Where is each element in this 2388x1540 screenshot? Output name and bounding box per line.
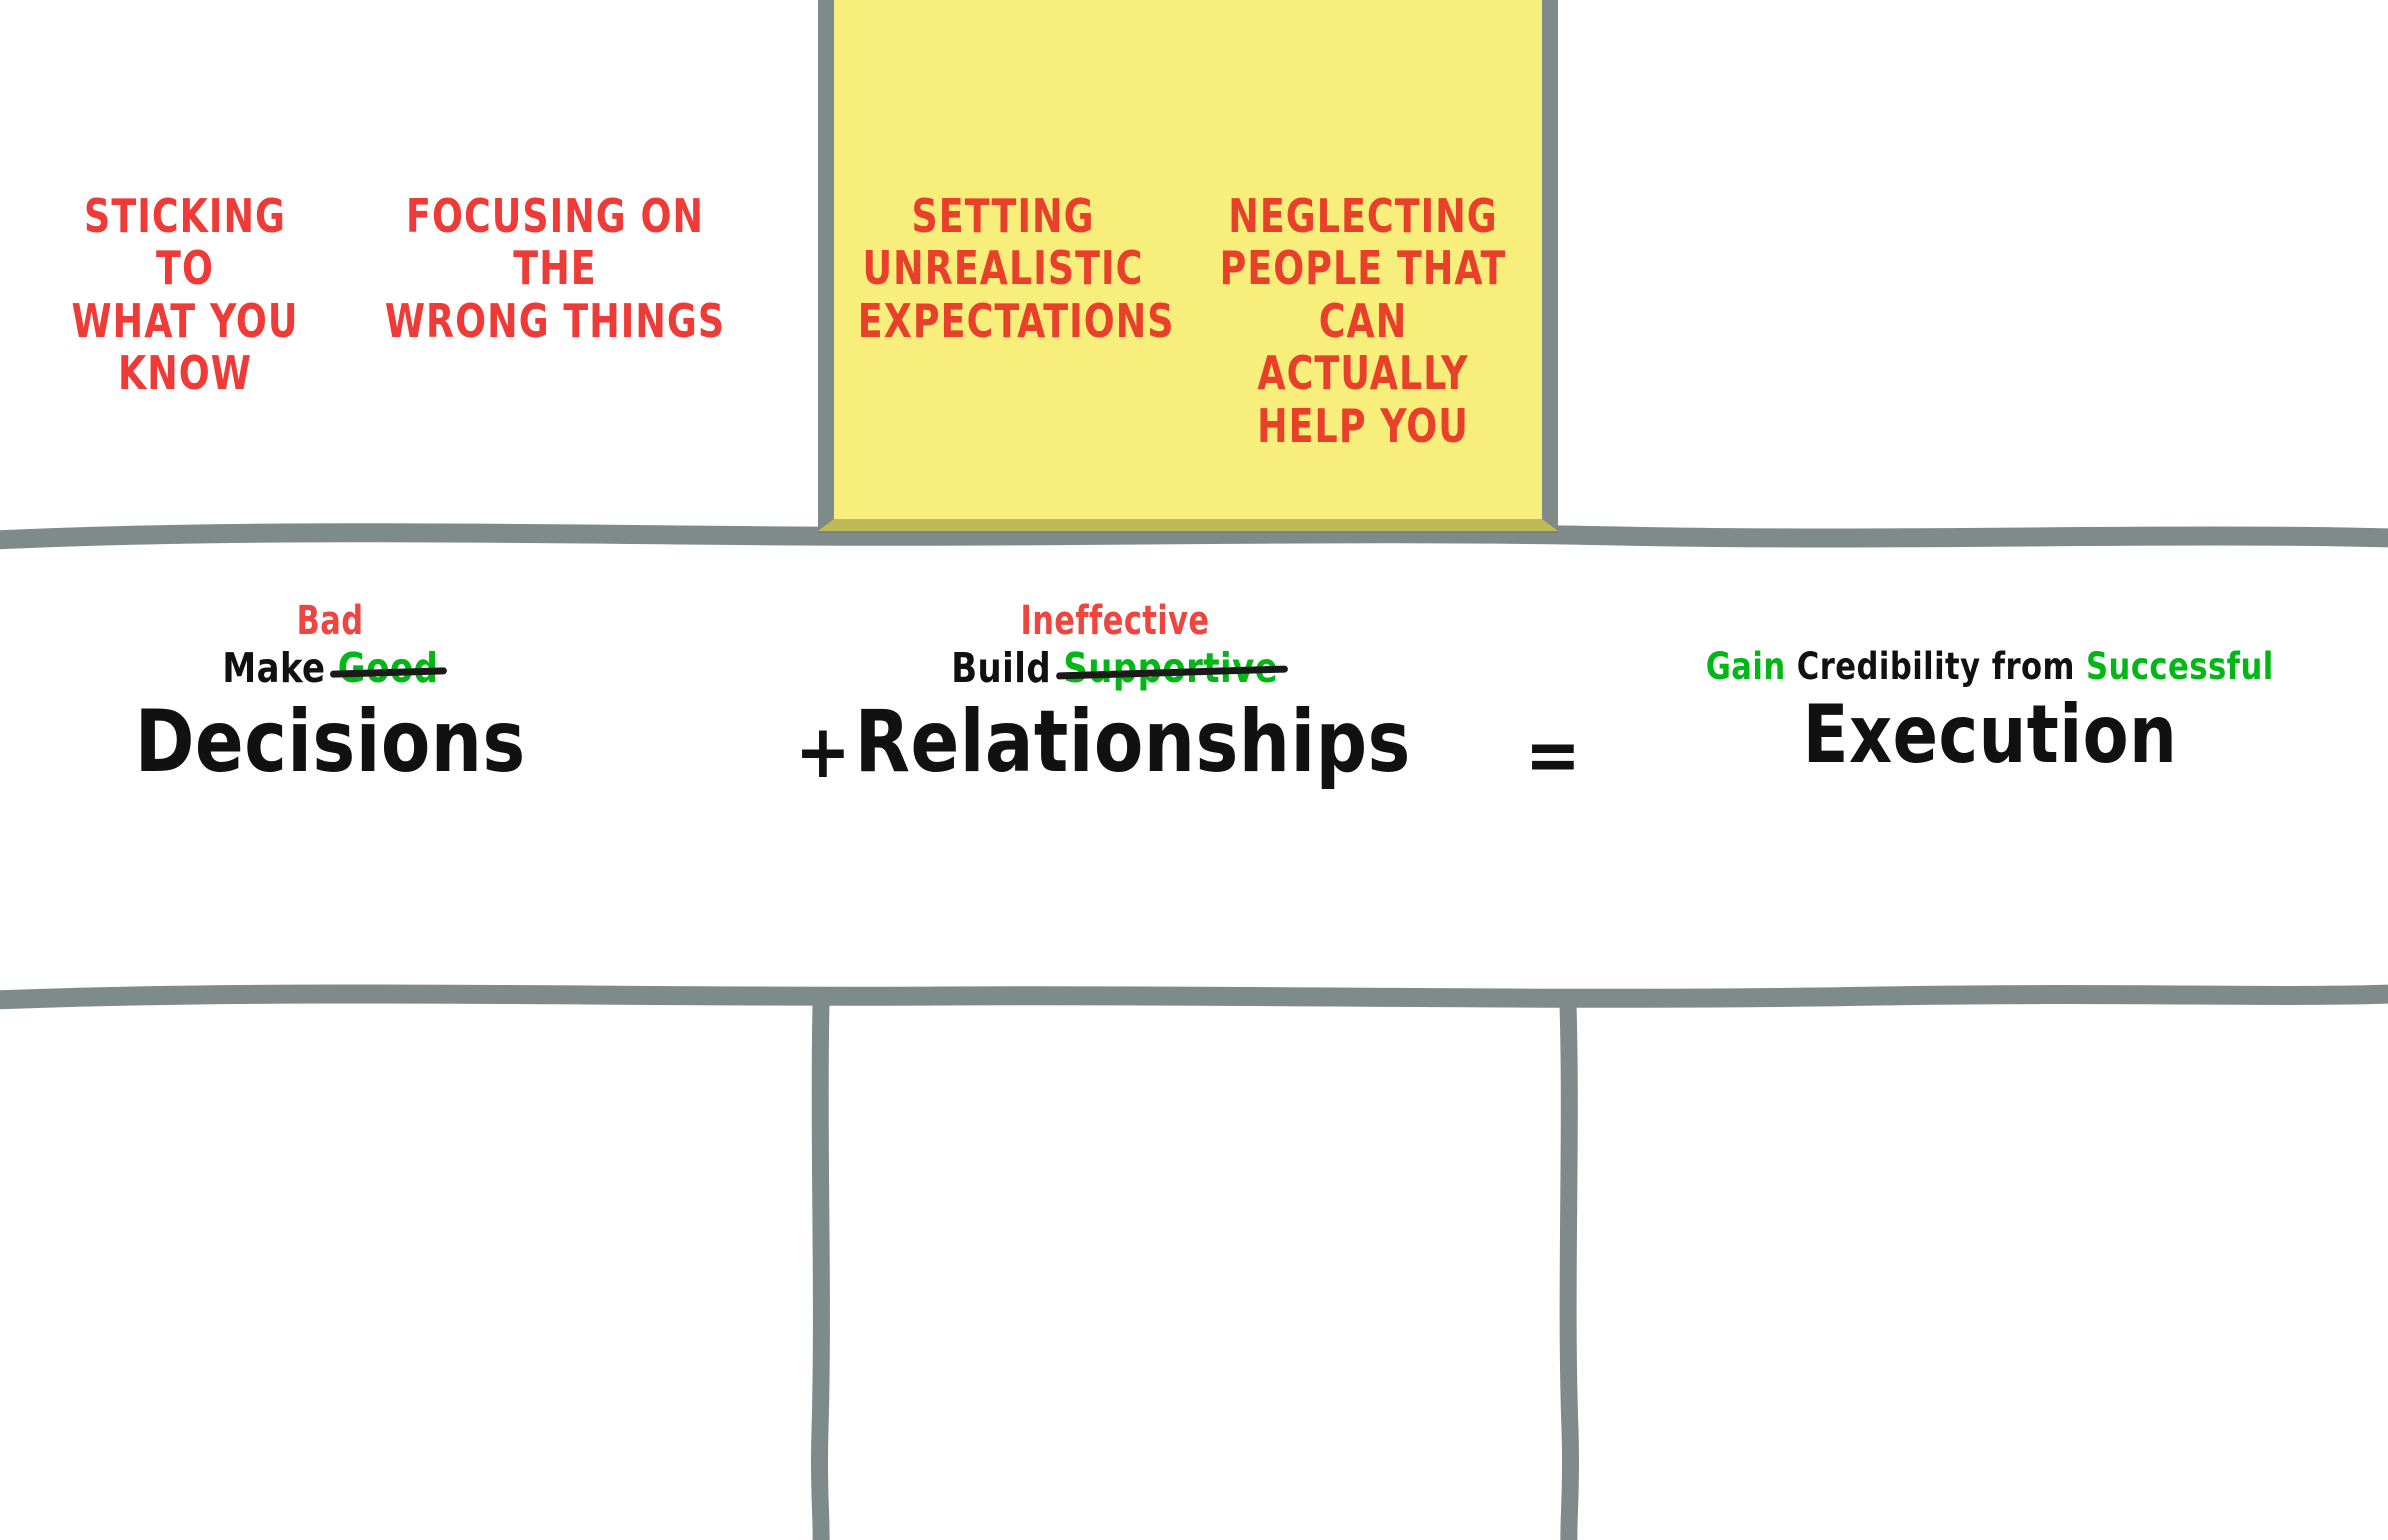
- term-decisions-noun: Decisions: [134, 692, 526, 792]
- success-equation: Make Good Bad Decisions + Build Supporti…: [0, 600, 2388, 850]
- equation-term-decisions: Make Good Bad Decisions: [120, 601, 540, 792]
- term-relationships-struck-wrap: Supportive: [1056, 648, 1288, 689]
- term-execution-qualifier-line: Gain Credibility from Successful: [1706, 648, 2274, 685]
- pitfall-sticking-to-what-you-know: Sticking to what you know: [71, 189, 299, 401]
- pitfall-setting-unrealistic-expectations: Setting unrealistic expectations: [857, 189, 1175, 348]
- bottom-column-right[interactable]: [1575, 1010, 2388, 1540]
- term-execution-lead-word: Gain: [1706, 645, 1786, 688]
- term-decisions-qualifier-line: Make Good Bad: [222, 601, 448, 689]
- pitfall-neglecting-people-that-can-actually-help-you: Neglecting people that can actually help…: [1219, 189, 1507, 453]
- operator-plus: +: [795, 709, 851, 795]
- term-relationships-verb: Build: [951, 644, 1052, 692]
- term-execution-noun: Execution: [1802, 688, 2178, 781]
- term-relationships-qualifier-line: Build Supportive Ineffective: [951, 601, 1288, 689]
- term-relationships-replacement-word: Ineffective: [1020, 598, 1210, 644]
- equation-term-execution: Gain Credibility from Successful Executi…: [1640, 648, 2340, 775]
- term-relationships-noun: Relationships: [854, 692, 1411, 792]
- equation-term-relationships: Build Supportive Ineffective Relationshi…: [835, 601, 1411, 792]
- term-decisions-replacement-word: Bad: [296, 598, 364, 644]
- bottom-grid: [0, 990, 2388, 1540]
- divider-line-top: [0, 523, 2388, 550]
- bottom-column-middle[interactable]: [828, 1010, 1563, 1540]
- term-decisions-struck-wrap: Good: [329, 648, 448, 689]
- sticky-note[interactable]: [818, 0, 1558, 531]
- term-decisions-verb: Make: [222, 644, 326, 692]
- pitfall-focusing-on-the-wrong-things: Focusing on the wrong things: [384, 189, 726, 348]
- term-execution-middle-words: Credibility from: [1797, 645, 2076, 688]
- term-execution-trailing-word: Successful: [2086, 645, 2274, 688]
- bottom-column-left[interactable]: [0, 1010, 820, 1540]
- operator-equals: =: [1525, 712, 1581, 798]
